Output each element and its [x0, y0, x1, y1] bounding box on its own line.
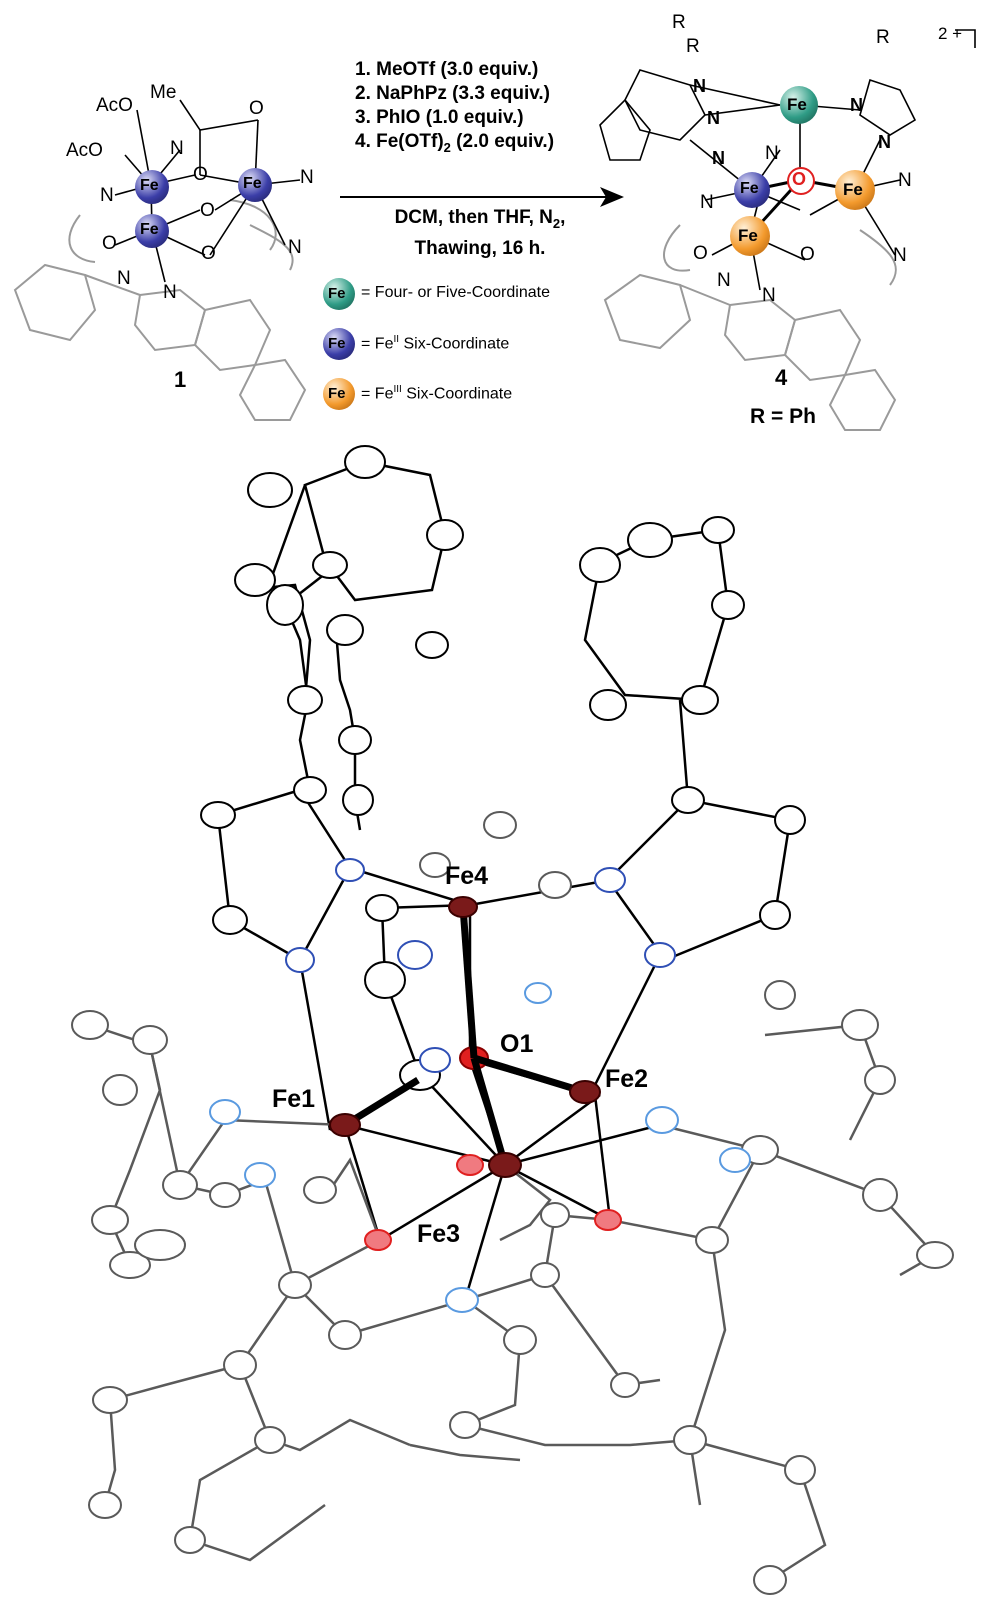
crystal-structure	[71, 445, 954, 1595]
charge-label: 2 +	[938, 24, 963, 43]
compound-4-structure	[599, 29, 976, 431]
nitrogen-label: N	[850, 95, 863, 115]
nitrogen-label: N	[765, 143, 779, 164]
compound-4-number: 4	[775, 365, 788, 390]
oxygen-label: O	[201, 243, 216, 264]
iron-label: Fe	[787, 95, 807, 114]
nitrogen-label: N	[163, 282, 177, 303]
acetoxy-label: AcO	[66, 140, 103, 161]
oxygen-label: O	[200, 200, 215, 221]
r-group-label: R	[876, 27, 890, 48]
iron-label: Fe	[738, 226, 758, 245]
o1-label: O1	[500, 1030, 534, 1058]
oxygen-label: O	[693, 243, 708, 264]
nitrogen-label: N	[700, 192, 714, 213]
iron-label: Fe	[328, 385, 346, 402]
reaction-solvent: DCM, then THF, N2, Thawing, 16 h.	[394, 207, 566, 259]
nitrogen-label: N	[762, 285, 776, 306]
reaction-conditions: 1. MeOTf (3.0 equiv.) 2. NaPhPz (3.3 equ…	[355, 58, 605, 160]
nitrogen-label: N	[288, 237, 302, 258]
fe2-label: Fe2	[605, 1065, 649, 1093]
oxygen-label: O	[249, 98, 264, 119]
oxygen-label: O	[102, 233, 117, 254]
oxygen-label: O	[800, 244, 815, 265]
nitrogen-label: N	[717, 270, 731, 291]
iron-label: Fe	[843, 180, 863, 199]
iron-label: Fe	[740, 180, 759, 197]
methyl-label: Me	[150, 82, 177, 103]
compound-1-number: 1	[174, 367, 187, 392]
nitrogen-label: N	[300, 167, 314, 188]
nitrogen-label: N	[100, 185, 114, 206]
legend-text: = Four- or Five-Coordinate	[361, 284, 550, 301]
step-1: 1. MeOTf (3.0 equiv.)	[355, 59, 539, 80]
fe3-label: Fe3	[417, 1220, 461, 1248]
compound-1-structure	[13, 99, 307, 421]
step-2: 2. NaPhPz (3.3 equiv.)	[355, 83, 550, 104]
legend-text: = FeII Six-Coordinate	[361, 334, 510, 353]
fe1-label: Fe1	[272, 1085, 316, 1113]
iron-label: Fe	[328, 285, 346, 302]
fe4-label: Fe4	[445, 862, 489, 890]
step-4: 4. Fe(OTf)2 (2.0 equiv.)	[355, 131, 555, 155]
nitrogen-label: N	[707, 108, 720, 128]
r-group-label: R	[686, 36, 700, 57]
nitrogen-label: N	[693, 76, 706, 96]
iron-label: Fe	[243, 175, 262, 192]
oxygen-label: O	[193, 164, 208, 185]
step-3: 3. PhIO (1.0 equiv.)	[355, 107, 524, 128]
iron-label: Fe	[140, 177, 159, 194]
r-group-definition: R = Ph	[750, 405, 816, 428]
nitrogen-label: N	[170, 138, 184, 159]
nitrogen-label: N	[898, 170, 912, 191]
oxygen-label: O	[792, 169, 807, 189]
iron-label: Fe	[328, 335, 346, 352]
nitrogen-label: N	[893, 245, 907, 266]
r-group-label: R	[672, 12, 686, 33]
legend-text: = FeIII Six-Coordinate	[361, 384, 513, 403]
nitrogen-label: N	[712, 148, 725, 168]
nitrogen-label: N	[117, 268, 131, 289]
iron-label: Fe	[140, 221, 159, 238]
acetoxy-label: AcO	[96, 95, 133, 116]
nitrogen-label: N	[878, 132, 891, 152]
